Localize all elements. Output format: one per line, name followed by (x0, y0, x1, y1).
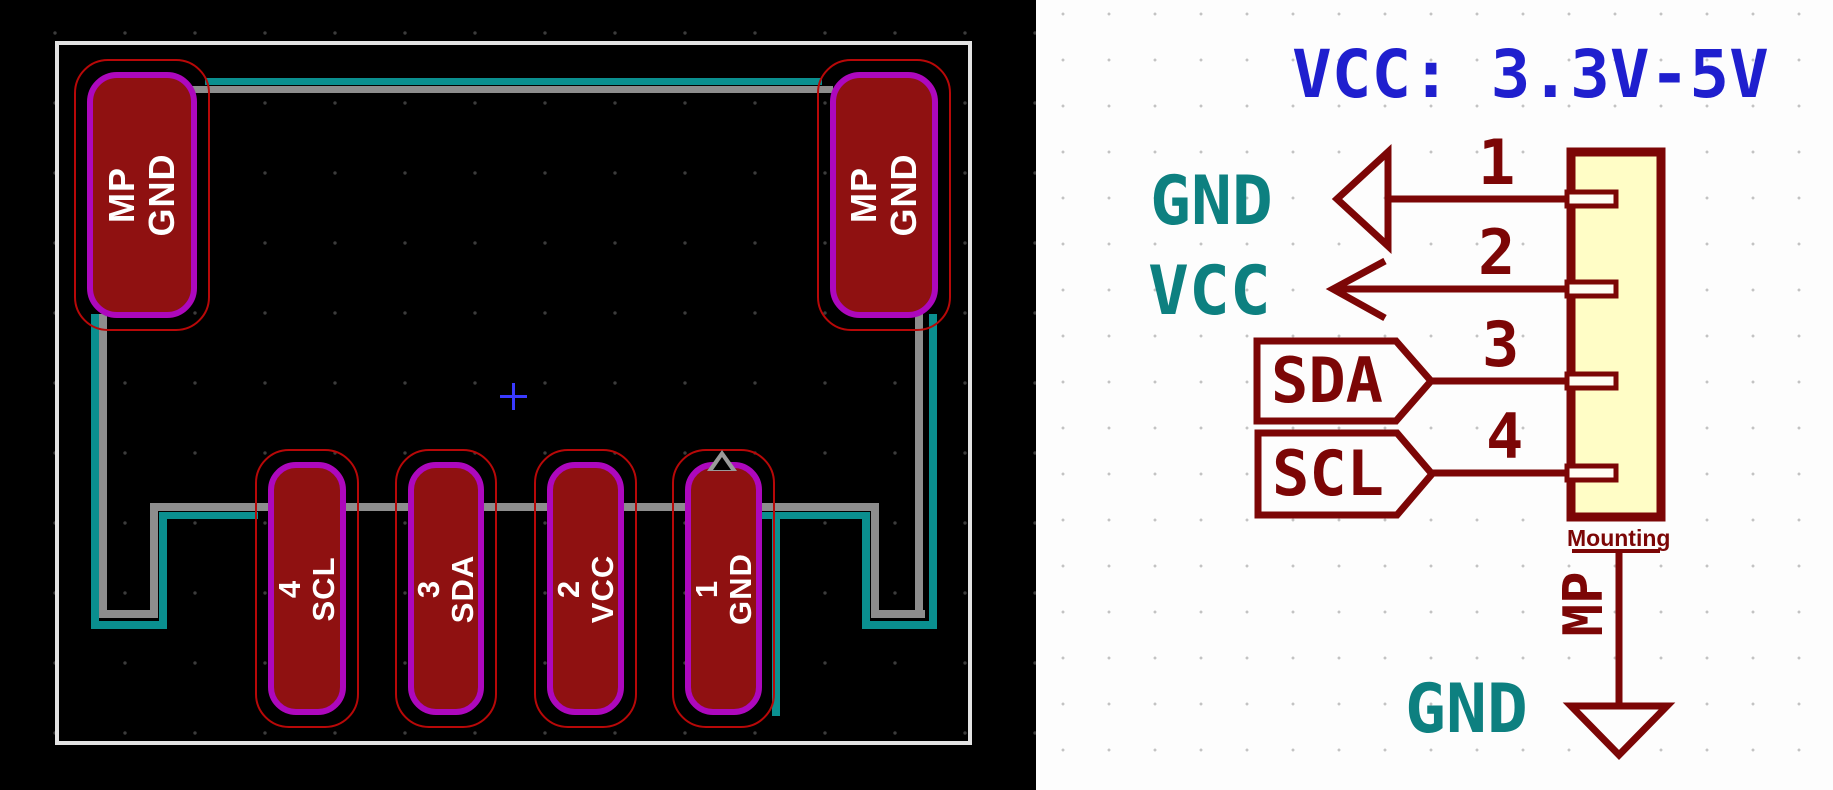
connector-pin2-notch (1564, 279, 1619, 299)
trace-top-gray[interactable] (192, 86, 833, 93)
pin-number-3: 3 (1482, 308, 1520, 381)
net-label-gnd[interactable]: GND (1150, 162, 1273, 241)
courtyard-mp-left (74, 59, 210, 331)
trace-right-bottom-teal[interactable] (862, 621, 937, 629)
trace-top-teal[interactable] (205, 78, 822, 85)
courtyard-pad-4 (255, 449, 359, 728)
trace-right-vertical-gray[interactable] (915, 314, 923, 618)
pin-number-2: 2 (1478, 216, 1516, 289)
courtyard-pad-3 (395, 449, 497, 728)
trace-left-bottom-teal[interactable] (91, 621, 167, 629)
mp-pin-label: MP (1552, 571, 1615, 637)
trace-left-rise-teal[interactable] (159, 512, 167, 629)
mounting-pin-name: Mounting (1567, 525, 1671, 551)
net-label-vcc[interactable]: VCC (1148, 252, 1271, 331)
trace-right-down-teal[interactable] (862, 512, 870, 629)
trace-left-stub-teal[interactable] (159, 512, 258, 519)
trace-right-down-gray[interactable] (871, 503, 879, 618)
sda-label-outline[interactable] (1253, 337, 1436, 425)
hier-label-scl[interactable]: SCL (1272, 437, 1384, 510)
scl-label-outline[interactable] (1254, 429, 1437, 519)
connector-pin3-notch (1564, 371, 1619, 391)
footprint-boundary-outline (55, 41, 972, 745)
hier-label-sda[interactable]: SDA (1271, 344, 1383, 417)
trace-pad1-stub-teal[interactable] (772, 512, 780, 716)
courtyard-pad-1 (672, 449, 775, 728)
pin-number-1: 1 (1478, 126, 1516, 199)
trace-left-bottom-gray[interactable] (99, 610, 158, 618)
trace-right-vertical-teal[interactable] (929, 314, 937, 629)
origin-cross-icon (512, 383, 515, 410)
net-label-gnd-bottom[interactable]: GND (1405, 670, 1528, 749)
trace-left-rise-gray[interactable] (150, 503, 158, 618)
gnd-power-symbol-icon[interactable] (1562, 702, 1676, 761)
connector-pin4-notch (1564, 463, 1619, 483)
gnd-arrow-icon[interactable] (1331, 144, 1392, 254)
courtyard-pad-2 (534, 449, 637, 728)
connector-symbol-body[interactable] (1566, 147, 1666, 522)
trace-right-horiz-teal[interactable] (762, 512, 870, 519)
trace-bottom-row-gray[interactable] (151, 503, 879, 511)
trace-left-vertical-gray[interactable] (99, 314, 107, 618)
schematic-panel (1036, 0, 1833, 790)
courtyard-mp-right (817, 59, 951, 331)
vcc-arrow-icon[interactable] (1325, 257, 1387, 322)
pin-number-4: 4 (1486, 400, 1524, 473)
connector-pin1-notch (1564, 189, 1619, 209)
vcc-range-title[interactable]: VCC: 3.3V-5V (1292, 36, 1769, 113)
trace-right-bottom-gray[interactable] (871, 610, 925, 618)
trace-left-vertical-teal[interactable] (91, 314, 99, 629)
